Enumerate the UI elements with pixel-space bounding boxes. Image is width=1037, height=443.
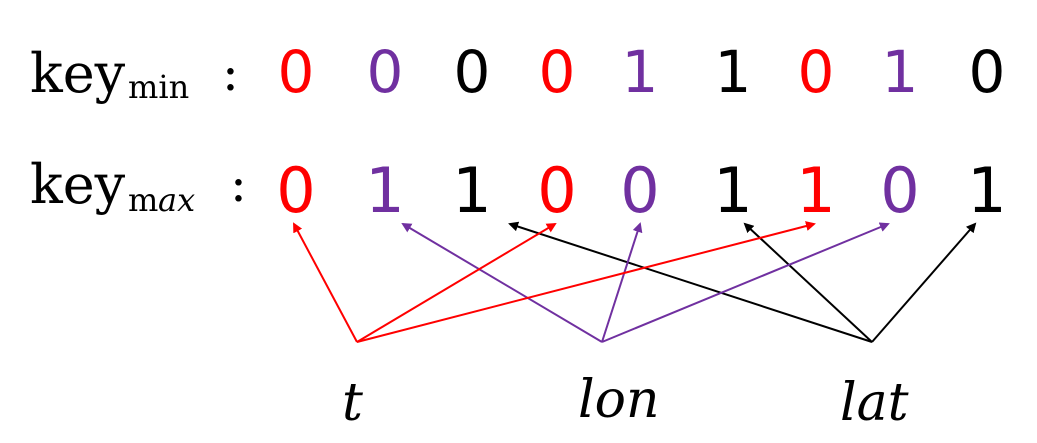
key-max-label-sub-upright: m: [128, 181, 158, 219]
key-max-separator: :: [230, 155, 247, 213]
arrow-lat-to-bit-3: [508, 221, 873, 343]
dimension-label-lat: lat: [840, 373, 909, 433]
arrow-lon-to-bit-8: [601, 222, 890, 343]
key-max-bit-9: 1: [967, 154, 1006, 227]
arrow-lon-to-bit-5: [601, 222, 643, 343]
bit-mapping-arrows: [293, 221, 977, 343]
key-min-bit-3: 0: [454, 38, 491, 106]
key-min-bit-2: 0: [367, 38, 404, 106]
key-max-bit-5: 0: [620, 154, 659, 227]
arrow-t-to-bit-4: [356, 222, 557, 343]
key-max-bit-3: 1: [452, 154, 491, 227]
key-max-bit-6: 1: [713, 154, 752, 227]
arrow-t-to-bit-7: [356, 221, 816, 343]
key-max-bit-7: 1: [796, 154, 835, 227]
dimension-label-lon: lon: [578, 370, 659, 430]
key-min-bit-4: 0: [539, 38, 576, 106]
key-max-label-main: key: [30, 153, 126, 216]
dimension-labels: t lon lat: [342, 370, 909, 433]
key-min-bit-1: 0: [278, 38, 315, 106]
key-min-bit-5: 1: [622, 38, 659, 106]
key-min-label-main: key: [30, 42, 126, 105]
key-min-label: key min :: [30, 42, 239, 106]
key-max-bit-2: 1: [365, 154, 404, 227]
dimension-label-t: t: [342, 373, 363, 433]
arrow-lat-to-bit-9: [871, 222, 977, 343]
key-max-label: key m ax :: [30, 153, 247, 219]
arrow-lat-to-bit-6: [743, 222, 873, 343]
key-min-label-sub: min: [128, 68, 189, 106]
key-min-bit-7: 0: [798, 38, 835, 106]
key-max-bit-8: 0: [880, 154, 919, 227]
key-max-label-sub-italic: ax: [158, 181, 195, 219]
key-min-separator: :: [222, 44, 239, 102]
key-min-bit-9: 0: [969, 38, 1006, 106]
key-max-bit-4: 0: [537, 154, 576, 227]
key-max-bit-1: 0: [276, 154, 315, 227]
key-min-bit-6: 1: [715, 38, 752, 106]
key-min-bit-8: 1: [882, 38, 919, 106]
arrow-lon-to-bit-2: [401, 222, 603, 343]
arrow-t-to-bit-1: [293, 222, 358, 343]
